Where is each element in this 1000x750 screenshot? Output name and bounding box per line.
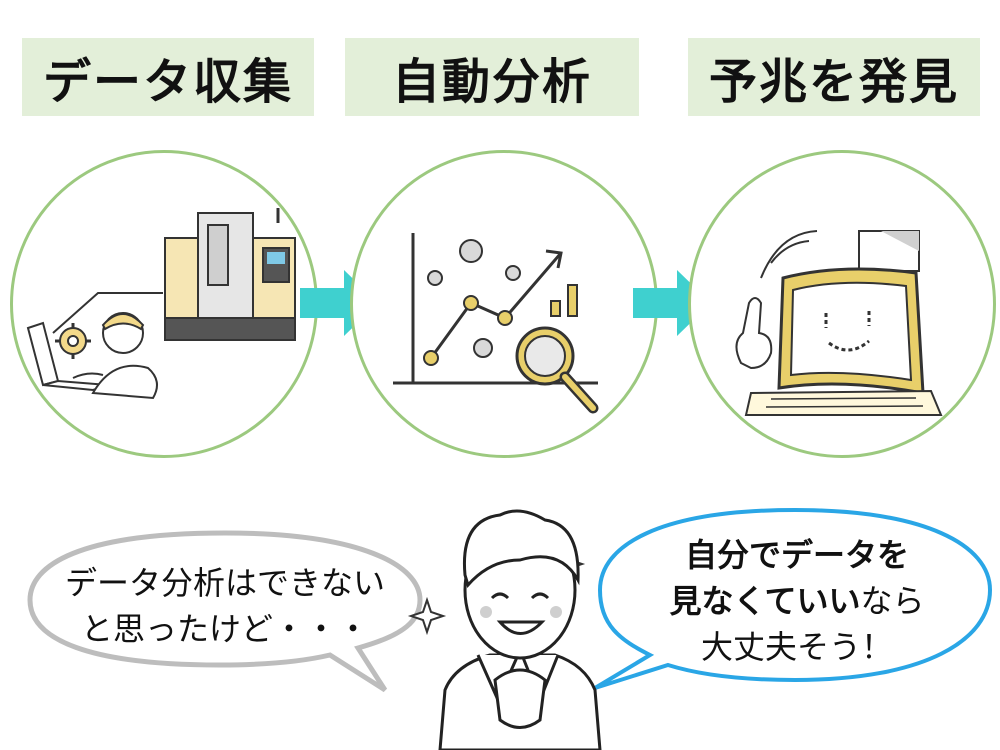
circle-detect-sign xyxy=(688,150,996,458)
laptop-icon xyxy=(26,321,109,392)
bubble-right-line1: 自分でデータを xyxy=(684,536,909,574)
step-title-detect: 予兆を発見 xyxy=(688,38,980,116)
step-title-collect: データ収集 xyxy=(22,38,314,116)
speech-bubble-left-text: データ分析はできない と思ったけど・・・ xyxy=(25,560,425,652)
happy-person-icon xyxy=(438,509,602,750)
pointing-hand-icon xyxy=(735,297,773,370)
cheek-blush-icon xyxy=(480,606,562,618)
magnifier-icon xyxy=(515,326,599,414)
bubble-right-line2-bold: 見なくていい xyxy=(669,582,861,620)
operator-person-icon xyxy=(72,312,158,400)
machine-and-operator-illustration xyxy=(26,208,296,400)
bubble-right-line3: 大丈夫そう！ xyxy=(700,628,893,666)
circle-data-collection xyxy=(10,150,318,458)
speech-bubble-right xyxy=(593,507,993,690)
keyboard-icon xyxy=(744,389,943,416)
bubble-right-line2-rest: なら xyxy=(860,582,925,620)
smiling-computer-illustration xyxy=(735,230,943,416)
gear-icon xyxy=(55,323,91,359)
speech-bubble-right-text: 自分でデータを 見なくていいなら 大丈夫そう！ xyxy=(612,532,982,670)
bubble-left-line2: と思ったけど・・・ xyxy=(80,610,369,648)
circle-automatic-analysis xyxy=(350,150,658,458)
step-title-analyze: 自動分析 xyxy=(345,38,639,116)
bubble-left-line1: データ分析はできない xyxy=(64,564,385,602)
analysis-chart-illustration xyxy=(393,233,599,414)
speech-bubble-left xyxy=(27,530,423,693)
bubble-right-line2: 見なくていいなら xyxy=(612,578,982,624)
cnc-machine-icon xyxy=(164,208,296,341)
monitor-icon xyxy=(777,267,925,395)
